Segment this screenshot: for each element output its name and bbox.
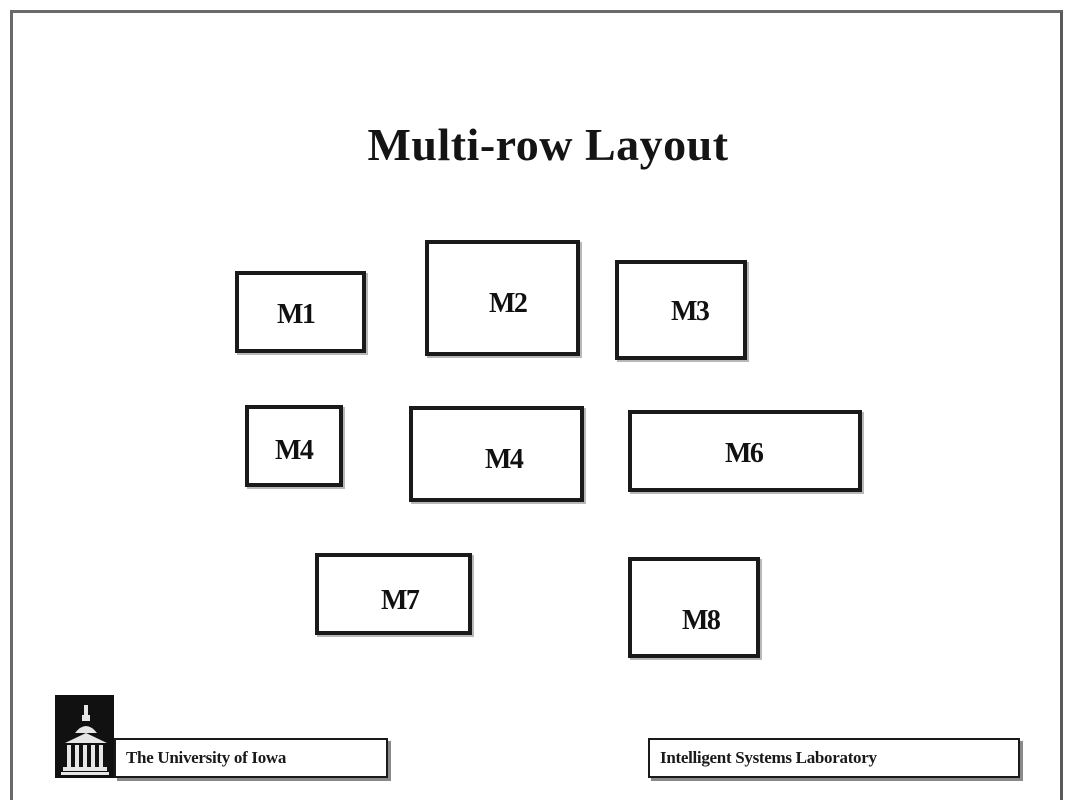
machine-m4-center: M4 — [409, 406, 584, 502]
machine-m8: M8 — [628, 557, 760, 658]
machine-m3: M3 — [615, 260, 747, 360]
machine-label: M4 — [485, 444, 524, 475]
slide-frame — [10, 10, 1063, 800]
machine-m1: M1 — [235, 271, 366, 353]
university-building-icon — [55, 695, 114, 778]
lab-name: Intelligent Systems Laboratory — [660, 748, 877, 767]
footer-university-label: The University of Iowa — [114, 738, 388, 778]
machine-m4-left: M4 — [245, 405, 343, 487]
machine-label: M2 — [489, 288, 528, 319]
slide-title: Multi-row Layout — [367, 119, 729, 170]
machine-m7: M7 — [315, 553, 472, 635]
university-name: The University of Iowa — [126, 748, 287, 767]
machine-label: M6 — [725, 438, 764, 469]
machine-label: M1 — [277, 299, 316, 330]
machine-m6: M6 — [628, 410, 862, 492]
footer-lab-label: Intelligent Systems Laboratory — [648, 738, 1020, 778]
machine-label: M7 — [381, 585, 420, 616]
machine-label: M8 — [682, 605, 721, 636]
machine-m2: M2 — [425, 240, 580, 356]
machine-label: M3 — [671, 296, 710, 327]
machine-label: M4 — [275, 435, 314, 466]
